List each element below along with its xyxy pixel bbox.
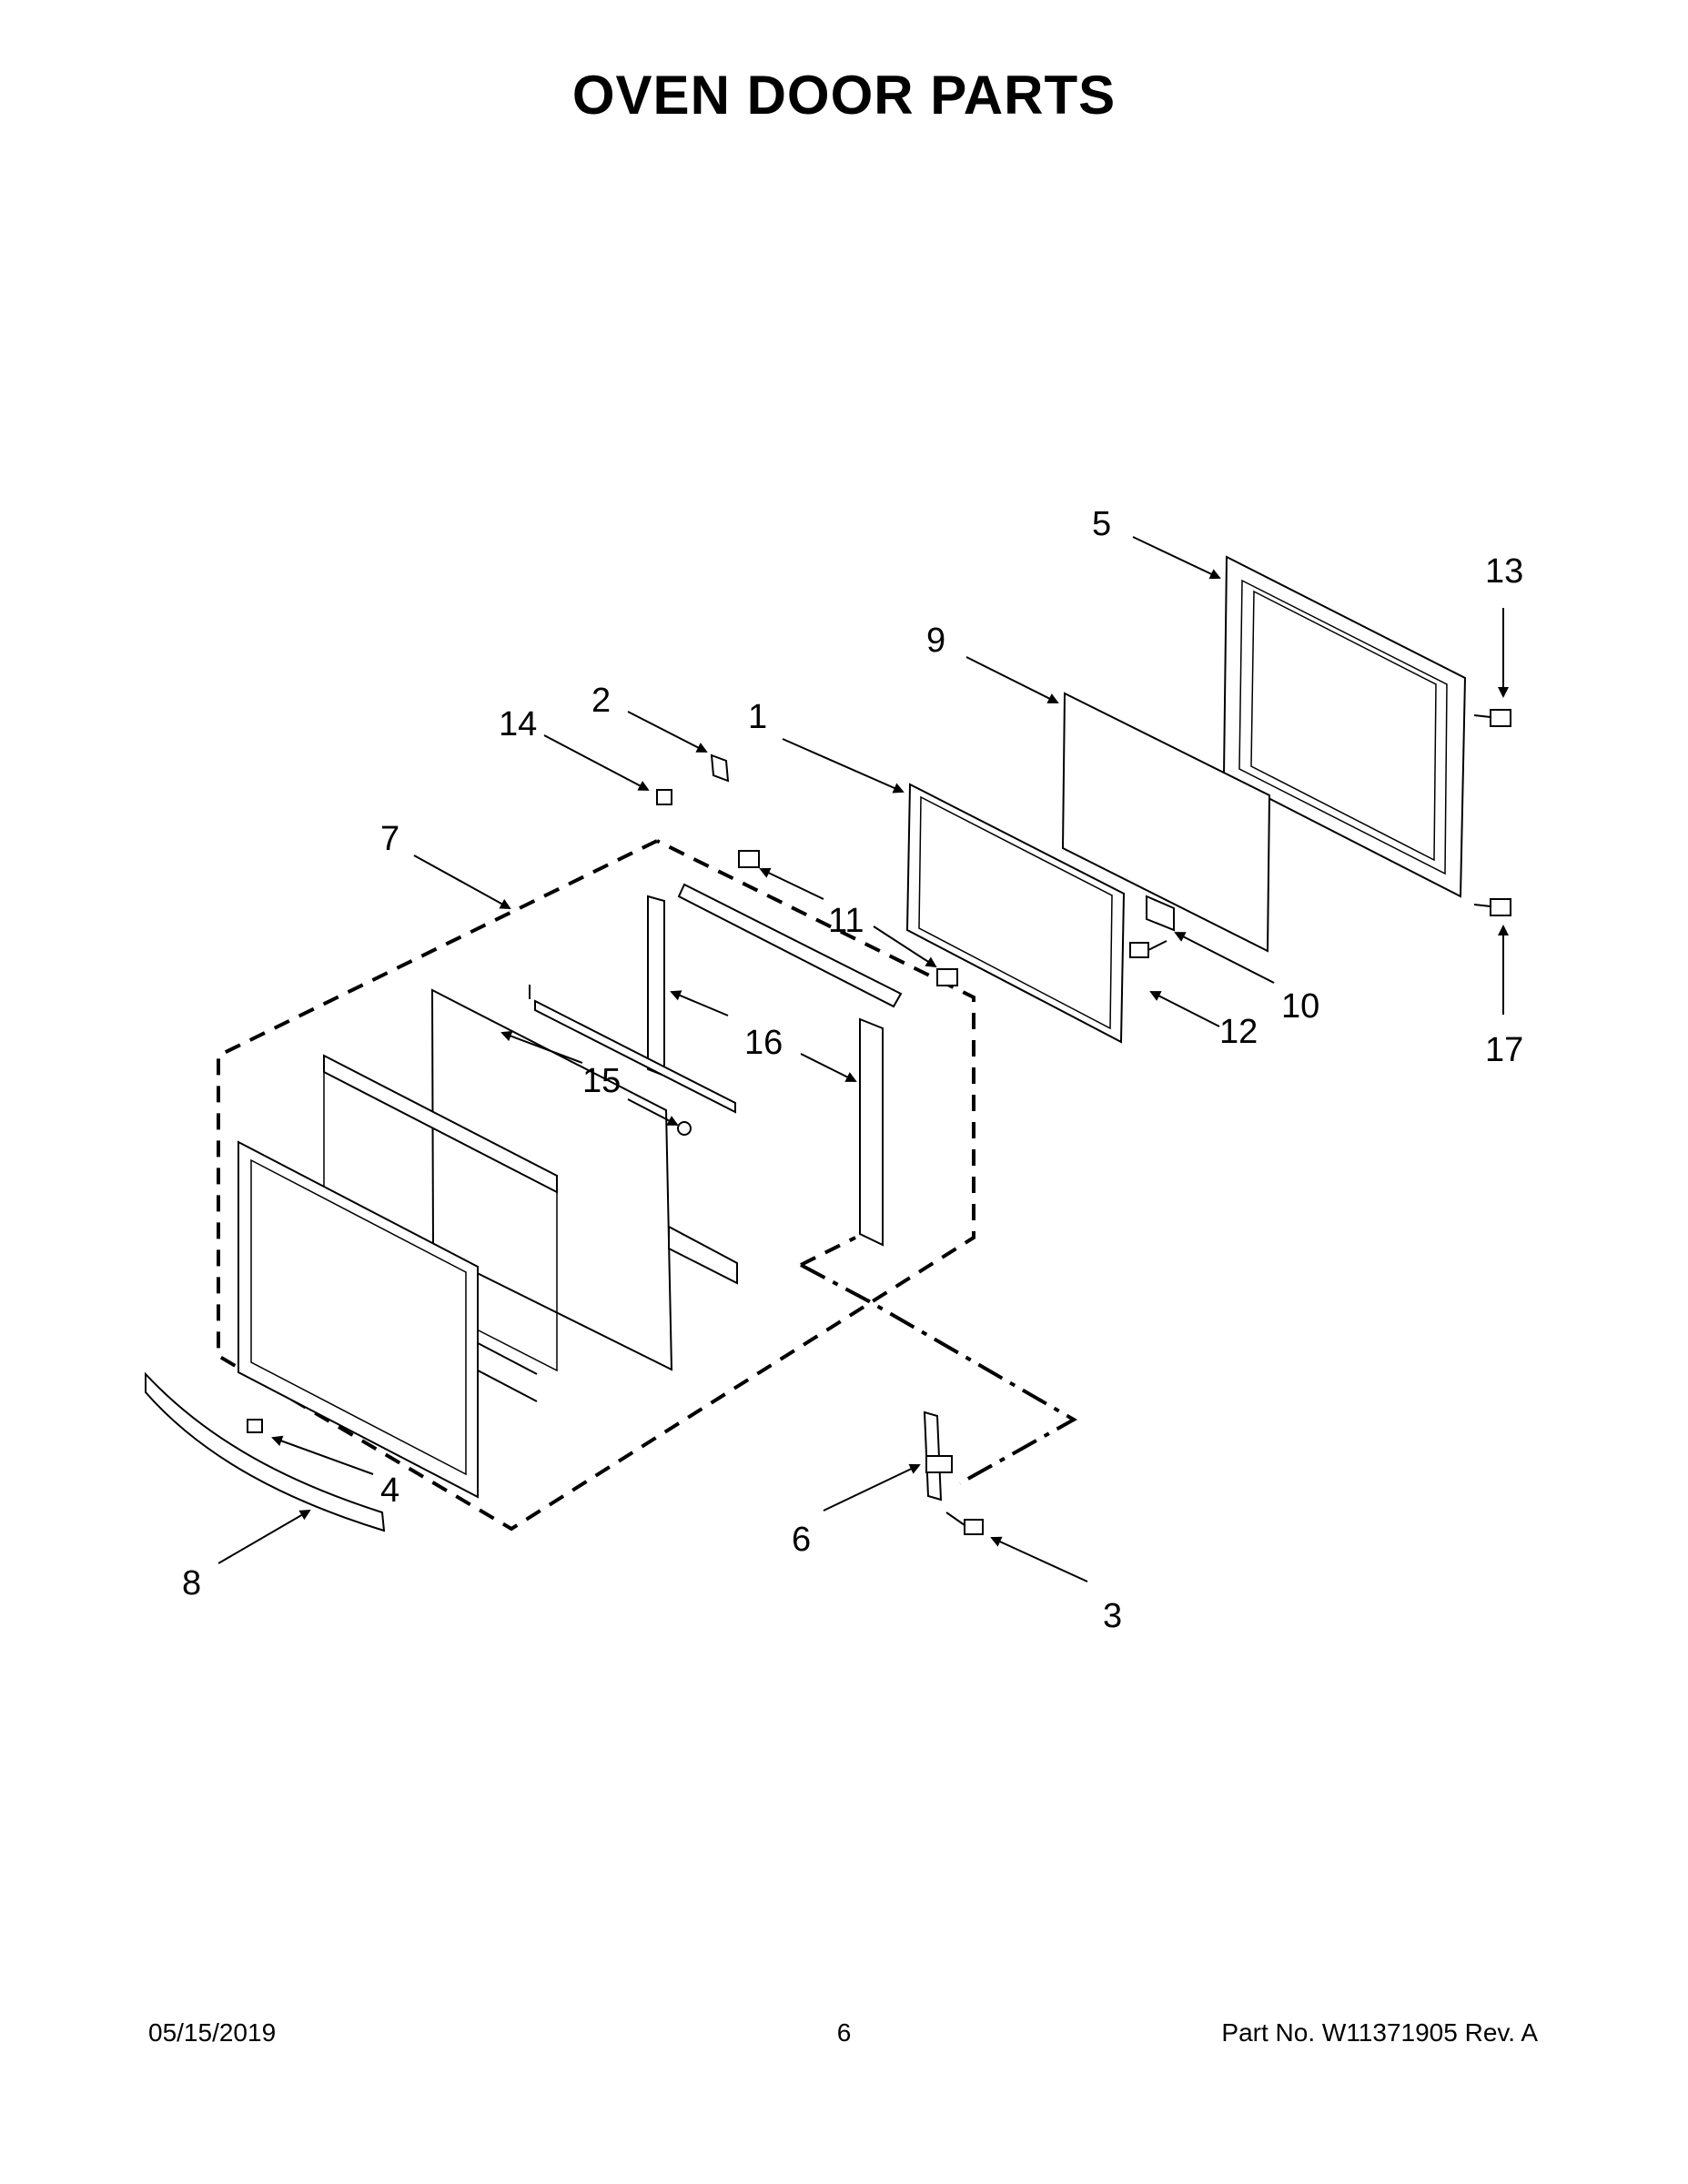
- screw-17: [1473, 898, 1511, 916]
- callout-6: 6: [792, 1521, 811, 1559]
- leader-10: [1174, 932, 1275, 984]
- bracket: [1146, 895, 1175, 932]
- footer-date: 05/15/2019: [148, 2018, 277, 2047]
- screw-11: [738, 850, 958, 986]
- callout-8: 8: [182, 1564, 201, 1603]
- callout-17: 17: [1485, 1031, 1523, 1069]
- clip-14: [656, 789, 672, 805]
- callout-5: 5: [1092, 505, 1111, 543]
- leader-16b: [800, 1053, 857, 1082]
- leader-lines: [217, 536, 1509, 1582]
- footer-part-number: Part No. W11371905 Rev. A: [1221, 2018, 1538, 2047]
- handle-screw: [247, 1419, 263, 1433]
- leader-14: [543, 734, 650, 791]
- leader-3: [990, 1536, 1088, 1582]
- callout-3: 3: [1103, 1597, 1122, 1635]
- door-assembly-outline: [217, 839, 1078, 1532]
- inner-door-frame: [1222, 555, 1467, 898]
- leader-4: [271, 1435, 374, 1475]
- clip-2: [710, 753, 730, 783]
- hinge-screw: [945, 1512, 984, 1535]
- door-liner-frame: [905, 783, 1126, 1044]
- leader-16a: [670, 990, 729, 1016]
- callout-labels: 5 13 9 1 2 14 7 11 10 12 17 16 15 4 8 6 …: [182, 505, 1523, 1635]
- hinge: [923, 1410, 953, 1502]
- leader-5: [1132, 536, 1221, 580]
- callout-14: 14: [499, 705, 537, 743]
- callout-10: 10: [1281, 987, 1319, 1026]
- leader-9: [965, 656, 1059, 703]
- door-handle: [145, 1371, 386, 1532]
- leader-8: [217, 1509, 311, 1564]
- callout-1: 1: [748, 698, 767, 736]
- side-channel-right: [859, 1017, 884, 1247]
- callout-16: 16: [744, 1024, 783, 1062]
- callout-11: 11: [828, 902, 864, 940]
- leader-1: [782, 738, 905, 794]
- outer-door-panel: [238, 1140, 479, 1499]
- screw-12: [1129, 940, 1167, 958]
- leader-11a: [759, 867, 824, 900]
- leader-6: [823, 1463, 921, 1512]
- page-title: OVEN DOOR PARTS: [571, 65, 1117, 126]
- leader-11b: [873, 925, 937, 968]
- strip-upper: [529, 985, 736, 1114]
- leader-15b: [627, 1098, 679, 1126]
- screw-13: [1473, 709, 1511, 727]
- callout-4: 4: [380, 1471, 399, 1510]
- leader-15a: [500, 1030, 583, 1064]
- side-channel-left: [647, 895, 665, 1077]
- top-channel: [677, 883, 903, 1008]
- glass-panel: [1061, 692, 1271, 953]
- callout-9: 9: [926, 622, 945, 660]
- callout-2: 2: [591, 682, 611, 720]
- callout-13: 13: [1485, 552, 1523, 591]
- callout-7: 7: [380, 820, 399, 858]
- callout-15: 15: [582, 1062, 621, 1100]
- footer-page-number: 6: [836, 2018, 852, 2047]
- callout-12: 12: [1219, 1013, 1258, 1051]
- leader-7: [413, 854, 511, 909]
- leader-2: [627, 711, 708, 753]
- leader-12: [1149, 991, 1220, 1027]
